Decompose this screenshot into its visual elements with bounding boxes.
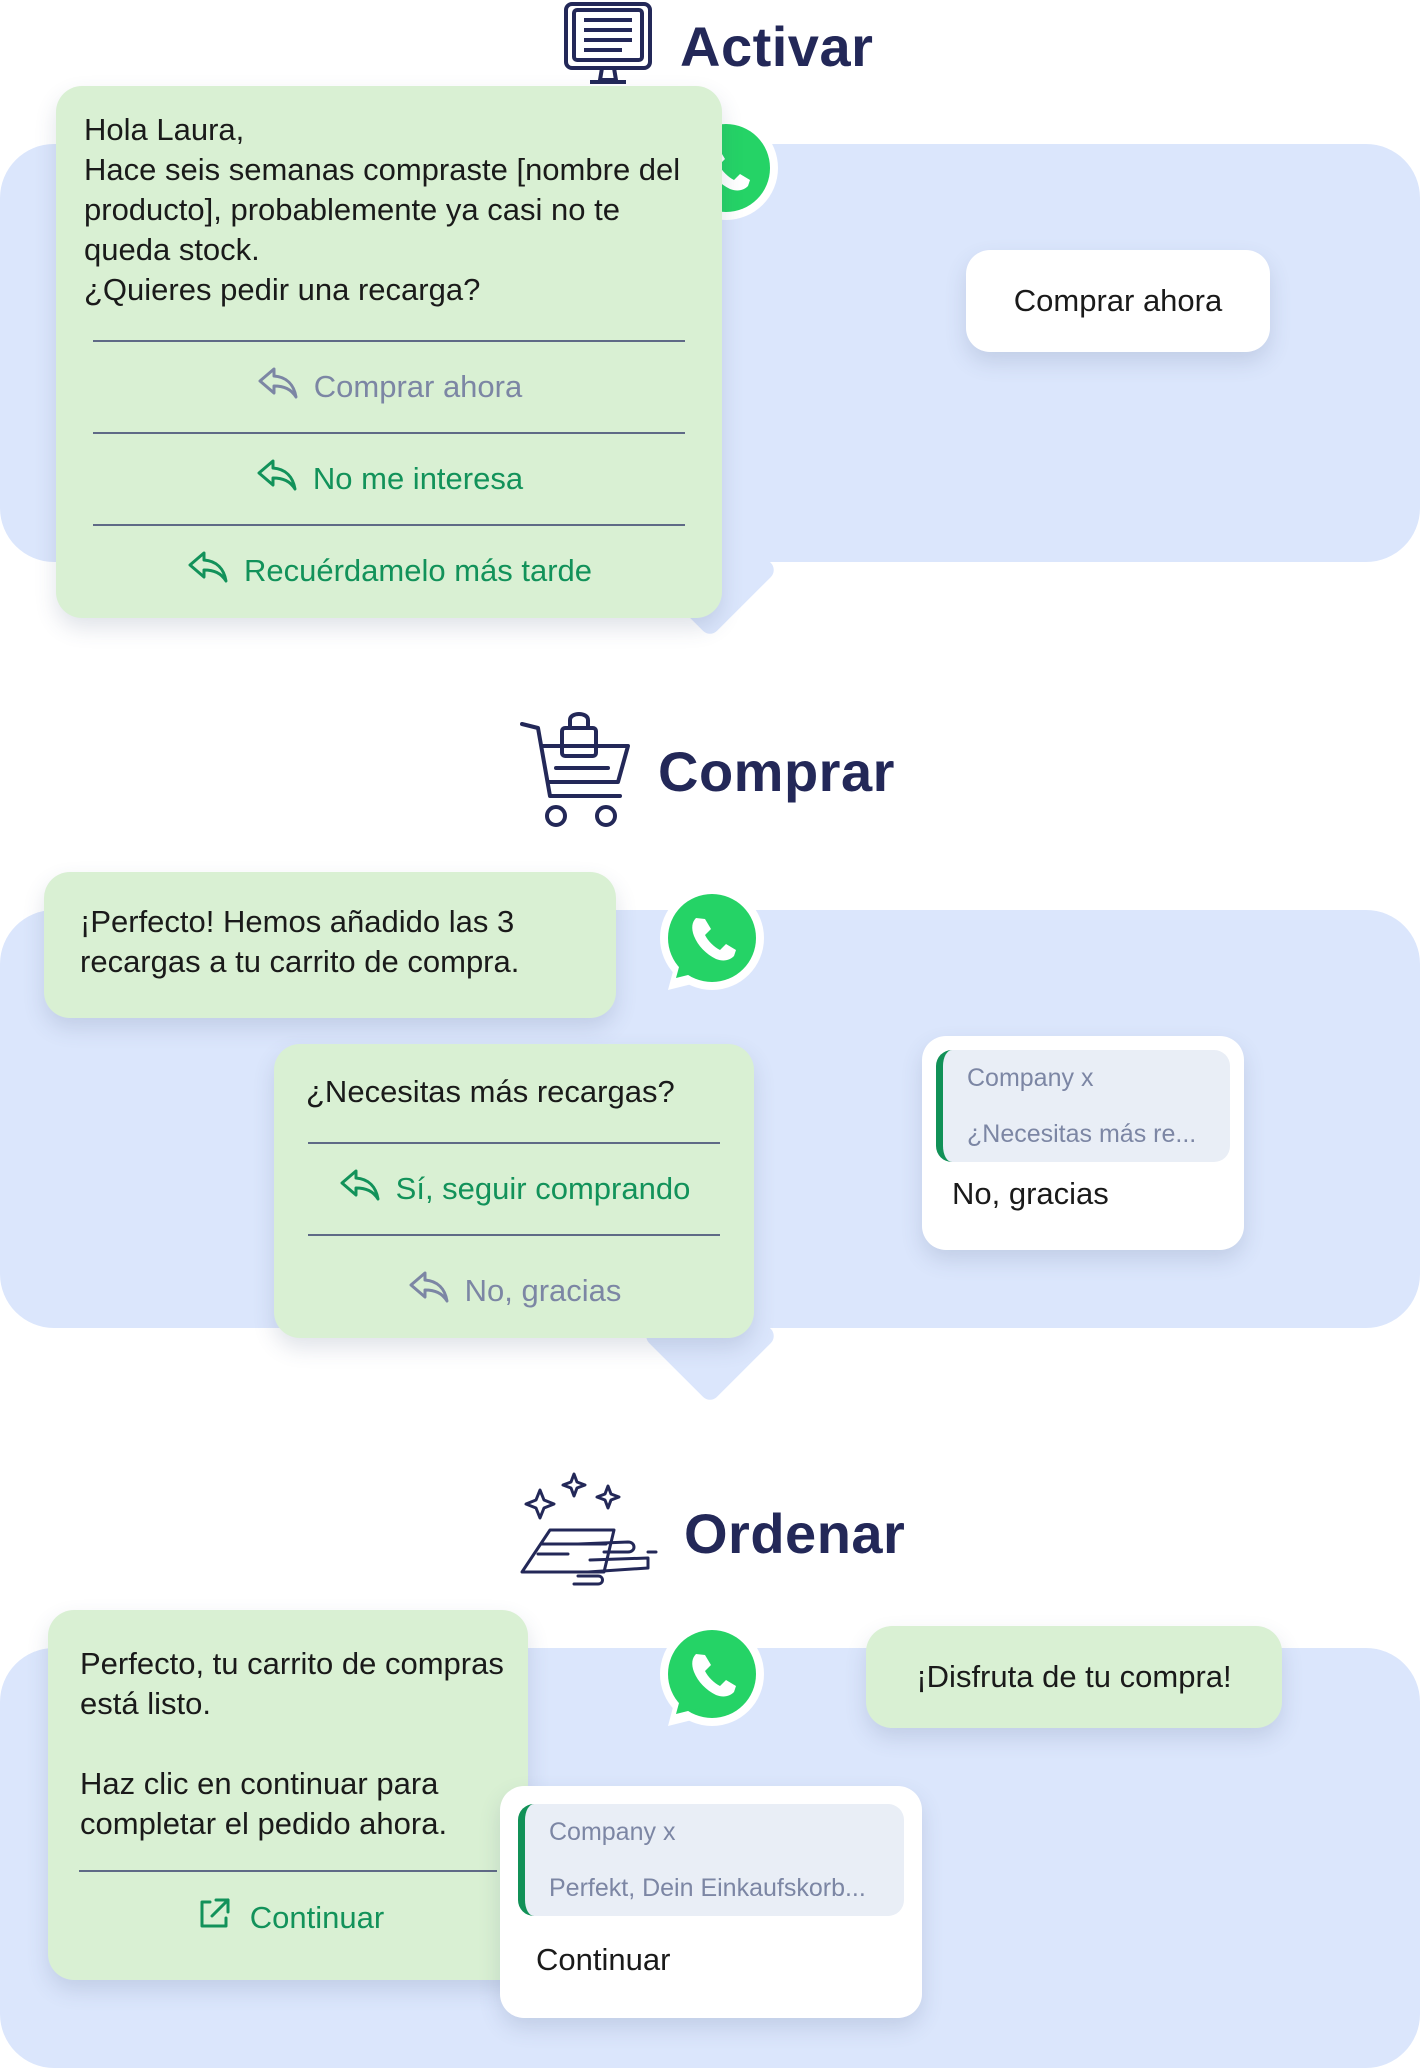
activar-message-bubble: Hola Laura, Hace seis semanas compraste … [56, 86, 722, 618]
reply-button-recuerdamelo[interactable]: Recuérdamelo más tarde [56, 526, 722, 616]
quote-company: Company x [549, 1818, 676, 1846]
reply-button-no-gracias[interactable]: No, gracias [274, 1236, 754, 1346]
comprar-question-text: ¿Necesitas más recargas? [306, 1074, 675, 1109]
comprar-message-bubble: ¡Perfecto! Hemos añadido las 3 recargas … [44, 872, 616, 1018]
reply-arrow-icon [256, 365, 300, 409]
ordenar-title: Ordenar [684, 1502, 906, 1565]
divider [93, 524, 685, 526]
comprar-heading: Comprar [520, 706, 895, 837]
reply-label: Comprar ahora [313, 369, 523, 404]
reply-arrow-icon [186, 549, 230, 593]
user-reply-text: Comprar ahora [1013, 283, 1223, 318]
whatsapp-icon [648, 1616, 768, 1736]
reply-label: Recuérdamelo más tarde [243, 553, 593, 588]
final-message-text: ¡Disfruta de tu compra! [916, 1659, 1232, 1694]
quote-text: Perfekt, Dein Einkaufskorb... [549, 1874, 866, 1902]
activar-heading: Activar [562, 0, 873, 93]
divider [93, 340, 685, 342]
reply-arrow-icon [407, 1269, 451, 1313]
comprar-title: Comprar [658, 740, 895, 803]
quote-company: Company x [967, 1064, 1094, 1092]
quoted-reply-text: Continuar [536, 1942, 671, 1977]
reply-label: No, gracias [464, 1273, 622, 1308]
divider [93, 432, 685, 434]
reply-button-comprar-ahora[interactable]: Comprar ahora [56, 342, 722, 432]
divider [308, 1142, 720, 1144]
hand-card-payment-icon [518, 1472, 658, 1595]
ordenar-message-bubble: Perfecto, tu carrito de compras está lis… [48, 1610, 528, 1980]
comprar-message-text: ¡Perfecto! Hemos añadido las 3 recargas … [80, 904, 520, 979]
divider [79, 1870, 497, 1872]
activar-message-text: Hola Laura, Hace seis semanas compraste … [84, 112, 681, 307]
ordenar-heading: Ordenar [518, 1472, 905, 1595]
ordenar-quoted-reply: Company x Perfekt, Dein Einkaufskorb... … [500, 1786, 922, 2018]
whatsapp-icon [648, 880, 768, 1000]
quoted-message: Company x Perfekt, Dein Einkaufskorb... [518, 1804, 904, 1916]
reply-arrow-icon [338, 1167, 382, 1211]
ordenar-message-text: Perfecto, tu carrito de compras está lis… [80, 1646, 504, 1841]
reply-label: No me interesa [312, 461, 524, 496]
divider [308, 1234, 720, 1236]
activar-title: Activar [680, 15, 874, 78]
comprar-question-bubble: ¿Necesitas más recargas? Sí, seguir comp… [274, 1044, 754, 1338]
quoted-reply-text: No, gracias [952, 1176, 1109, 1211]
continuar-button[interactable]: Continuar [48, 1872, 528, 1964]
reply-label: Sí, seguir comprando [395, 1171, 691, 1206]
computer-monitor-icon [562, 0, 654, 93]
continuar-label: Continuar [249, 1900, 385, 1935]
reply-button-no-me-interesa[interactable]: No me interesa [56, 434, 722, 524]
quote-text: ¿Necesitas más re... [967, 1120, 1197, 1148]
user-reply-bubble: Comprar ahora [966, 250, 1270, 352]
shopping-cart-icon [520, 706, 632, 837]
final-message-bubble: ¡Disfruta de tu compra! [866, 1626, 1282, 1728]
reply-arrow-icon [255, 457, 299, 501]
external-link-icon [192, 1896, 236, 1940]
comprar-quoted-reply: Company x ¿Necesitas más re... No, graci… [922, 1036, 1244, 1250]
quoted-message: Company x ¿Necesitas más re... [936, 1050, 1230, 1162]
reply-button-si-seguir[interactable]: Sí, seguir comprando [274, 1144, 754, 1234]
